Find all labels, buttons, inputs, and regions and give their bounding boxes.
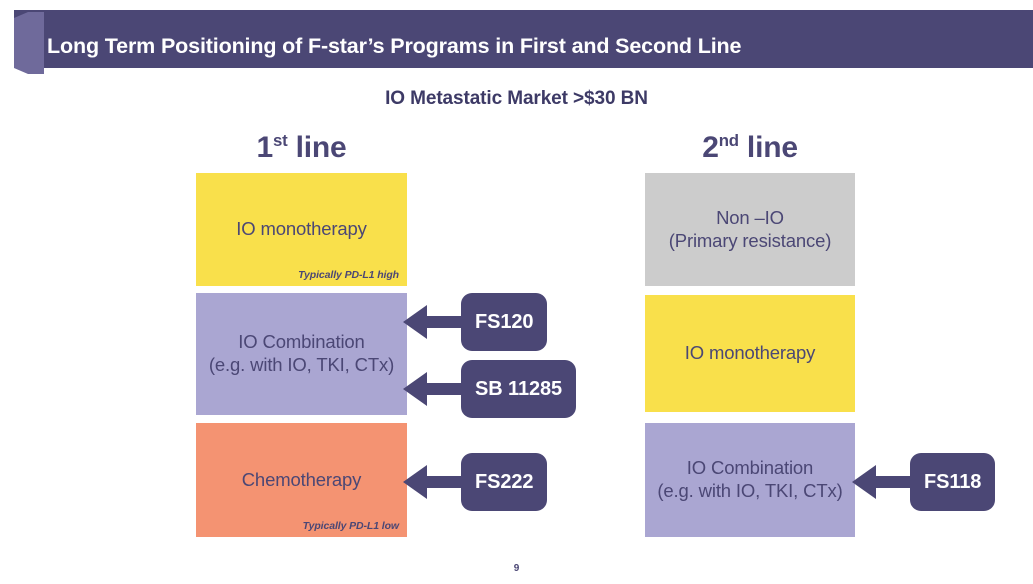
treatment-box-label: Chemotherapy xyxy=(241,468,362,490)
treatment-box-label: Non –IO (Primary resistance) xyxy=(668,206,832,251)
slide-title: Long Term Positioning of F-star’s Progra… xyxy=(47,34,742,58)
column-heading-ordinal-suffix: nd xyxy=(718,131,739,150)
treatment-box-io-combination-second-line: IO Combination (e.g. with IO, TKI, CTx) xyxy=(645,423,855,537)
treatment-box-io-monotherapy-first-line: IO monotherapy Typically PD-L1 high xyxy=(196,173,407,286)
treatment-box-label: IO monotherapy xyxy=(236,218,367,240)
slide-subtitle: IO Metastatic Market >$30 BN xyxy=(385,88,648,109)
arrow-left-icon xyxy=(403,293,461,351)
program-label: FS120 xyxy=(461,293,548,351)
arrow-left-icon xyxy=(852,453,910,511)
treatment-box-note: Typically PD-L1 low xyxy=(302,520,399,532)
column-heading-first-line: 1st line xyxy=(196,131,407,165)
arrow-left-icon xyxy=(403,453,461,511)
treatment-box-chemotherapy-first-line: Chemotherapy Typically PD-L1 low xyxy=(196,423,407,537)
program-callout-fs222: FS222 xyxy=(403,453,548,511)
program-label: SB 11285 xyxy=(461,360,577,418)
treatment-box-label: IO Combination (e.g. with IO, TKI, CTx) xyxy=(208,331,395,375)
slide-header-band: Long Term Positioning of F-star’s Progra… xyxy=(14,10,1033,74)
column-heading-number: 2 xyxy=(702,131,719,164)
treatment-box-non-io-second-line: Non –IO (Primary resistance) xyxy=(645,173,855,286)
program-callout-fs118: FS118 xyxy=(852,453,996,511)
program-label: FS222 xyxy=(461,453,548,511)
treatment-box-note: Typically PD-L1 high xyxy=(298,269,399,281)
program-callout-sb11285: SB 11285 xyxy=(403,360,577,418)
column-heading-ordinal-suffix: st xyxy=(272,131,288,150)
treatment-box-io-combination-first-line: IO Combination (e.g. with IO, TKI, CTx) xyxy=(196,293,407,415)
treatment-box-label: IO monotherapy xyxy=(684,342,816,364)
column-heading-word: line xyxy=(287,131,347,164)
program-callout-fs120: FS120 xyxy=(403,293,548,351)
column-heading-word: line xyxy=(738,131,798,164)
page-number: 9 xyxy=(513,563,520,574)
column-heading-second-line: 2nd line xyxy=(645,131,855,165)
treatment-box-io-monotherapy-second-line: IO monotherapy xyxy=(645,295,855,412)
header-accent-shape xyxy=(14,12,44,74)
column-heading-number: 1 xyxy=(256,131,273,164)
treatment-box-label: IO Combination (e.g. with IO, TKI, CTx) xyxy=(657,457,843,501)
arrow-left-icon xyxy=(403,360,461,418)
program-label: FS118 xyxy=(910,453,996,511)
